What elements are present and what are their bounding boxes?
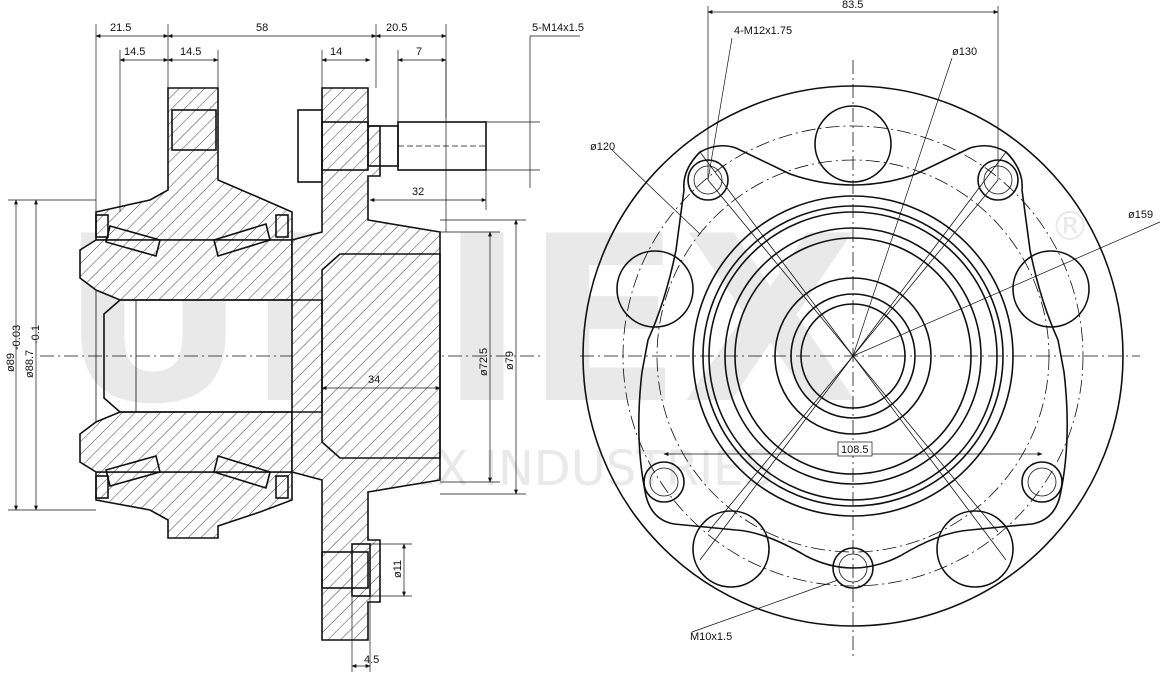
label-32: 32 [412, 186, 424, 198]
label-dia79: ø79 [504, 351, 516, 370]
label-4-m12: 4-M12x1.75 [734, 25, 792, 37]
leader-dia159 [852, 221, 1161, 357]
pitch-circle-outer [622, 125, 1084, 587]
hub-rings [692, 195, 1014, 517]
outer-ring-upper [79, 239, 293, 301]
label-34: 34 [368, 374, 380, 386]
knuckle-boss-upper [95, 87, 293, 241]
knuckle-boss-lower [95, 471, 293, 539]
spindle-tube [103, 299, 323, 413]
label-dia11: ø11 [392, 560, 404, 578]
leader-4-m12 [707, 37, 733, 181]
hub-flange [291, 87, 441, 641]
flange-bolt-holes [643, 159, 1063, 503]
square-flange [638, 144, 1068, 569]
leader-m10 [691, 579, 839, 633]
hub-bore [321, 253, 441, 459]
label-14-5-b: 14.5 [180, 46, 201, 58]
label-14: 14 [330, 46, 342, 58]
radial-d [699, 151, 1007, 561]
label-dia120: ø120 [590, 141, 615, 153]
label-dia159: ø159 [1128, 209, 1153, 221]
label-21-5: 21.5 [110, 22, 131, 34]
label-4-5: 4.5 [364, 654, 379, 666]
side-view-labels: 21.5 58 20.5 14.5 14.5 14 7 32 34 5-M14x… [5, 22, 584, 666]
wheel-stud [297, 109, 487, 183]
label-dia89-tol: -0.03 [11, 325, 23, 350]
outer-ring-lower [79, 411, 293, 473]
wheel-bolt-bosses [616, 105, 1090, 588]
label-83-5: 83.5 [842, 0, 863, 11]
label-dia88-7-tol: -0.1 [30, 325, 42, 344]
label-dia89: ø89 [5, 353, 17, 372]
front-view [580, 6, 1161, 660]
label-14-5-a: 14.5 [124, 46, 145, 58]
bolt-hole-upper [171, 109, 217, 151]
label-20-5: 20.5 [386, 22, 407, 34]
label-dia88-7: ø88.7 [24, 350, 36, 378]
m10-hole [832, 547, 874, 589]
label-dia130: ø130 [952, 46, 977, 58]
box-108-5 [837, 441, 873, 457]
label-m10: M10x1.5 [690, 631, 732, 643]
watermark-registered: ® [1050, 204, 1090, 250]
label-thread-stud: 5-M14x1.5 [532, 22, 584, 34]
pitch-circle-inner [656, 159, 1050, 553]
label-108-5: 108.5 [841, 444, 869, 456]
label-58: 58 [256, 22, 268, 34]
leader-dia130 [852, 57, 953, 357]
front-view-labels: 83.5 4-M12x1.75 ø130 ø120 ø159 108.5 M10… [590, 0, 1153, 643]
leader-dia120 [611, 149, 701, 235]
label-dia72-5: ø72.5 [478, 348, 490, 376]
label-7: 7 [416, 46, 422, 58]
outer-circle [582, 85, 1124, 627]
rollers-lower [95, 454, 289, 499]
side-section-view [8, 24, 580, 672]
lower-hub-bolt [321, 543, 371, 597]
